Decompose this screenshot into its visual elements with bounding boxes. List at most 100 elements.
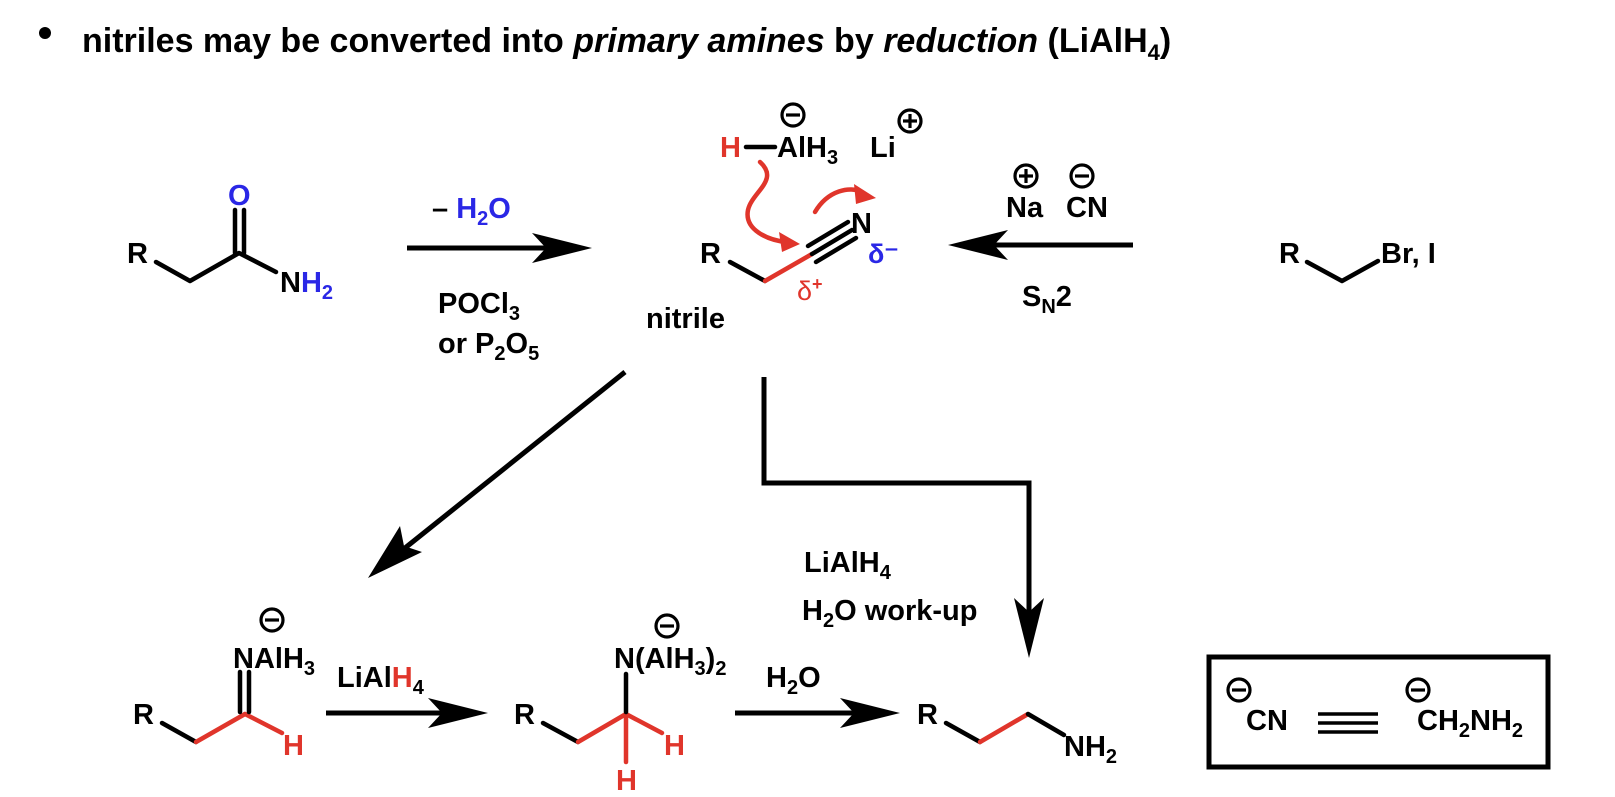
direct-reduction-arrow: LiAlH4 H2O work-up <box>761 377 1044 658</box>
direct-reagent2-H: H <box>802 595 823 627</box>
diamide-N-sub2: 2 <box>715 658 726 680</box>
nitrile-structure: R N δ+ δ⁻ nitrile <box>646 159 899 335</box>
heading-part3: by <box>825 22 884 60</box>
arrowhead-icon <box>854 184 876 204</box>
equivalence-NH-sub: 2 <box>1512 720 1523 742</box>
h2o-O: O <box>488 193 511 225</box>
direct-reagent2-sub: 2 <box>823 610 834 632</box>
equivalence-NH: NH <box>1470 705 1512 737</box>
minus-charge-icon <box>1226 677 1252 703</box>
svg-text:or P2O5: or P2O5 <box>438 328 539 365</box>
equivalence-CH-sub: 2 <box>1459 720 1470 742</box>
svg-text:SN2: SN2 <box>1022 281 1072 318</box>
diamide-N-close: ) <box>706 643 716 675</box>
minus-charge-icon <box>1069 163 1095 189</box>
halide-R: R <box>1279 238 1300 270</box>
nitrile-N: N <box>851 208 872 240</box>
diamide-N: N(AlH <box>614 643 695 675</box>
imine-R: R <box>133 699 154 731</box>
cyanide-label: CN <box>1066 192 1108 224</box>
direct-reagent1-sub: 4 <box>880 562 892 584</box>
delta-minus: δ⁻ <box>868 239 899 269</box>
amine-NH-sub: 2 <box>1106 746 1117 768</box>
svg-text:H2O: H2O <box>766 662 821 699</box>
reagent-p2o5-sub2: 5 <box>528 343 539 365</box>
step3-sub: 2 <box>787 677 798 699</box>
plus-charge-icon <box>897 108 923 134</box>
plus-charge-icon <box>1013 163 1039 189</box>
imine-N-sub: 3 <box>304 658 315 680</box>
arrowhead-icon <box>428 698 488 728</box>
diamide-intermediate: R N(AlH3)2 H H <box>514 613 726 797</box>
sn2-S: S <box>1022 281 1041 313</box>
svg-text:nitriles may be converted into: nitriles may be converted into primary a… <box>82 22 1171 65</box>
amide-H2-sub: 2 <box>322 282 333 304</box>
hydride-Al: AlH <box>777 132 827 164</box>
svg-text:NAlH3: NAlH3 <box>233 643 315 680</box>
minus-charge-icon <box>654 613 680 639</box>
nitrile-label: nitrile <box>646 303 725 335</box>
svg-text:– H2O: – H2O <box>432 193 511 230</box>
imine-N: NAlH <box>233 643 304 675</box>
sn2-2: 2 <box>1056 281 1072 313</box>
heading-reagent-sub: 4 <box>1148 40 1161 65</box>
amide-H2: H <box>301 267 322 299</box>
svg-text:LiAlH4: LiAlH4 <box>337 662 425 699</box>
equivalence-left: CN <box>1246 705 1288 737</box>
direct-reagent1: LiAlH <box>804 547 880 579</box>
reagent-p2o5-a: or P <box>438 328 494 360</box>
imine-H: H <box>283 730 304 762</box>
heading-part1: nitriles may be converted into <box>82 22 573 60</box>
reagent-pocl3: POCl <box>438 288 509 320</box>
minus-charge-icon <box>1405 677 1431 703</box>
svg-text:AlH3: AlH3 <box>777 132 838 169</box>
heading-reduction: reduction <box>883 22 1038 60</box>
imine-intermediate: R NAlH3 H <box>133 607 315 762</box>
equivalence-CH: CH <box>1417 705 1459 737</box>
delta-plus: δ <box>797 276 812 306</box>
sodium-label: Na <box>1006 192 1044 224</box>
second-hydride-step: LiAlH4 <box>326 662 488 728</box>
h2o-H: H <box>456 193 477 225</box>
heading-reagent: (LiAlH <box>1038 22 1148 60</box>
svg-text:H2O work-up: H2O work-up <box>802 595 977 632</box>
svg-text:N(AlH3)2: N(AlH3)2 <box>614 643 726 680</box>
direct-reagent2-rest: O work-up <box>834 595 977 627</box>
halide-X: Br, I <box>1381 238 1436 270</box>
step2-text: LiAl <box>337 662 392 694</box>
alkyl-halide-structure: R Br, I <box>1279 238 1436 284</box>
arrowhead-icon <box>1014 598 1044 658</box>
primary-amine-structure: R NH2 <box>917 699 1117 768</box>
lialh4-reagent: H AlH3 Li <box>720 102 923 169</box>
step2-H: H <box>392 662 413 694</box>
sn2-sub: N <box>1041 296 1055 318</box>
hydride-Li: Li <box>870 132 896 164</box>
svg-text:LiAlH4: LiAlH4 <box>804 547 892 584</box>
heading-close: ) <box>1160 22 1171 60</box>
step3-H: H <box>766 662 787 694</box>
amine-R: R <box>917 699 938 731</box>
stepwise-arrow <box>368 370 627 578</box>
triple-bar-icon <box>1318 712 1378 734</box>
hydride-attack-arrow <box>745 159 789 245</box>
workup-step: H2O <box>735 662 900 728</box>
reagent-pocl3-sub: 3 <box>509 303 520 325</box>
amide-N: N <box>280 267 301 299</box>
diamide-N-sub: 3 <box>695 658 706 680</box>
svg-text:δ+: δ+ <box>797 274 823 306</box>
sn2-step: Na CN SN2 <box>948 163 1133 318</box>
delta-plus-sup: + <box>812 274 823 294</box>
minus-charge-icon <box>780 102 806 128</box>
minus-sign: – <box>432 193 456 225</box>
heading-primary-amines: primary amines <box>572 22 824 60</box>
step3-O: O <box>798 662 821 694</box>
synthon-equivalence-box: CN CH2NH2 <box>1206 654 1551 770</box>
amide-O: O <box>228 180 251 212</box>
amide-structure: R O NH2 <box>127 180 333 304</box>
arrowhead-icon <box>840 698 900 728</box>
arrowhead-icon <box>948 230 1008 260</box>
diamide-R: R <box>514 699 535 731</box>
amine-NH: NH <box>1064 731 1106 763</box>
svg-text:POCl3: POCl3 <box>438 288 520 325</box>
